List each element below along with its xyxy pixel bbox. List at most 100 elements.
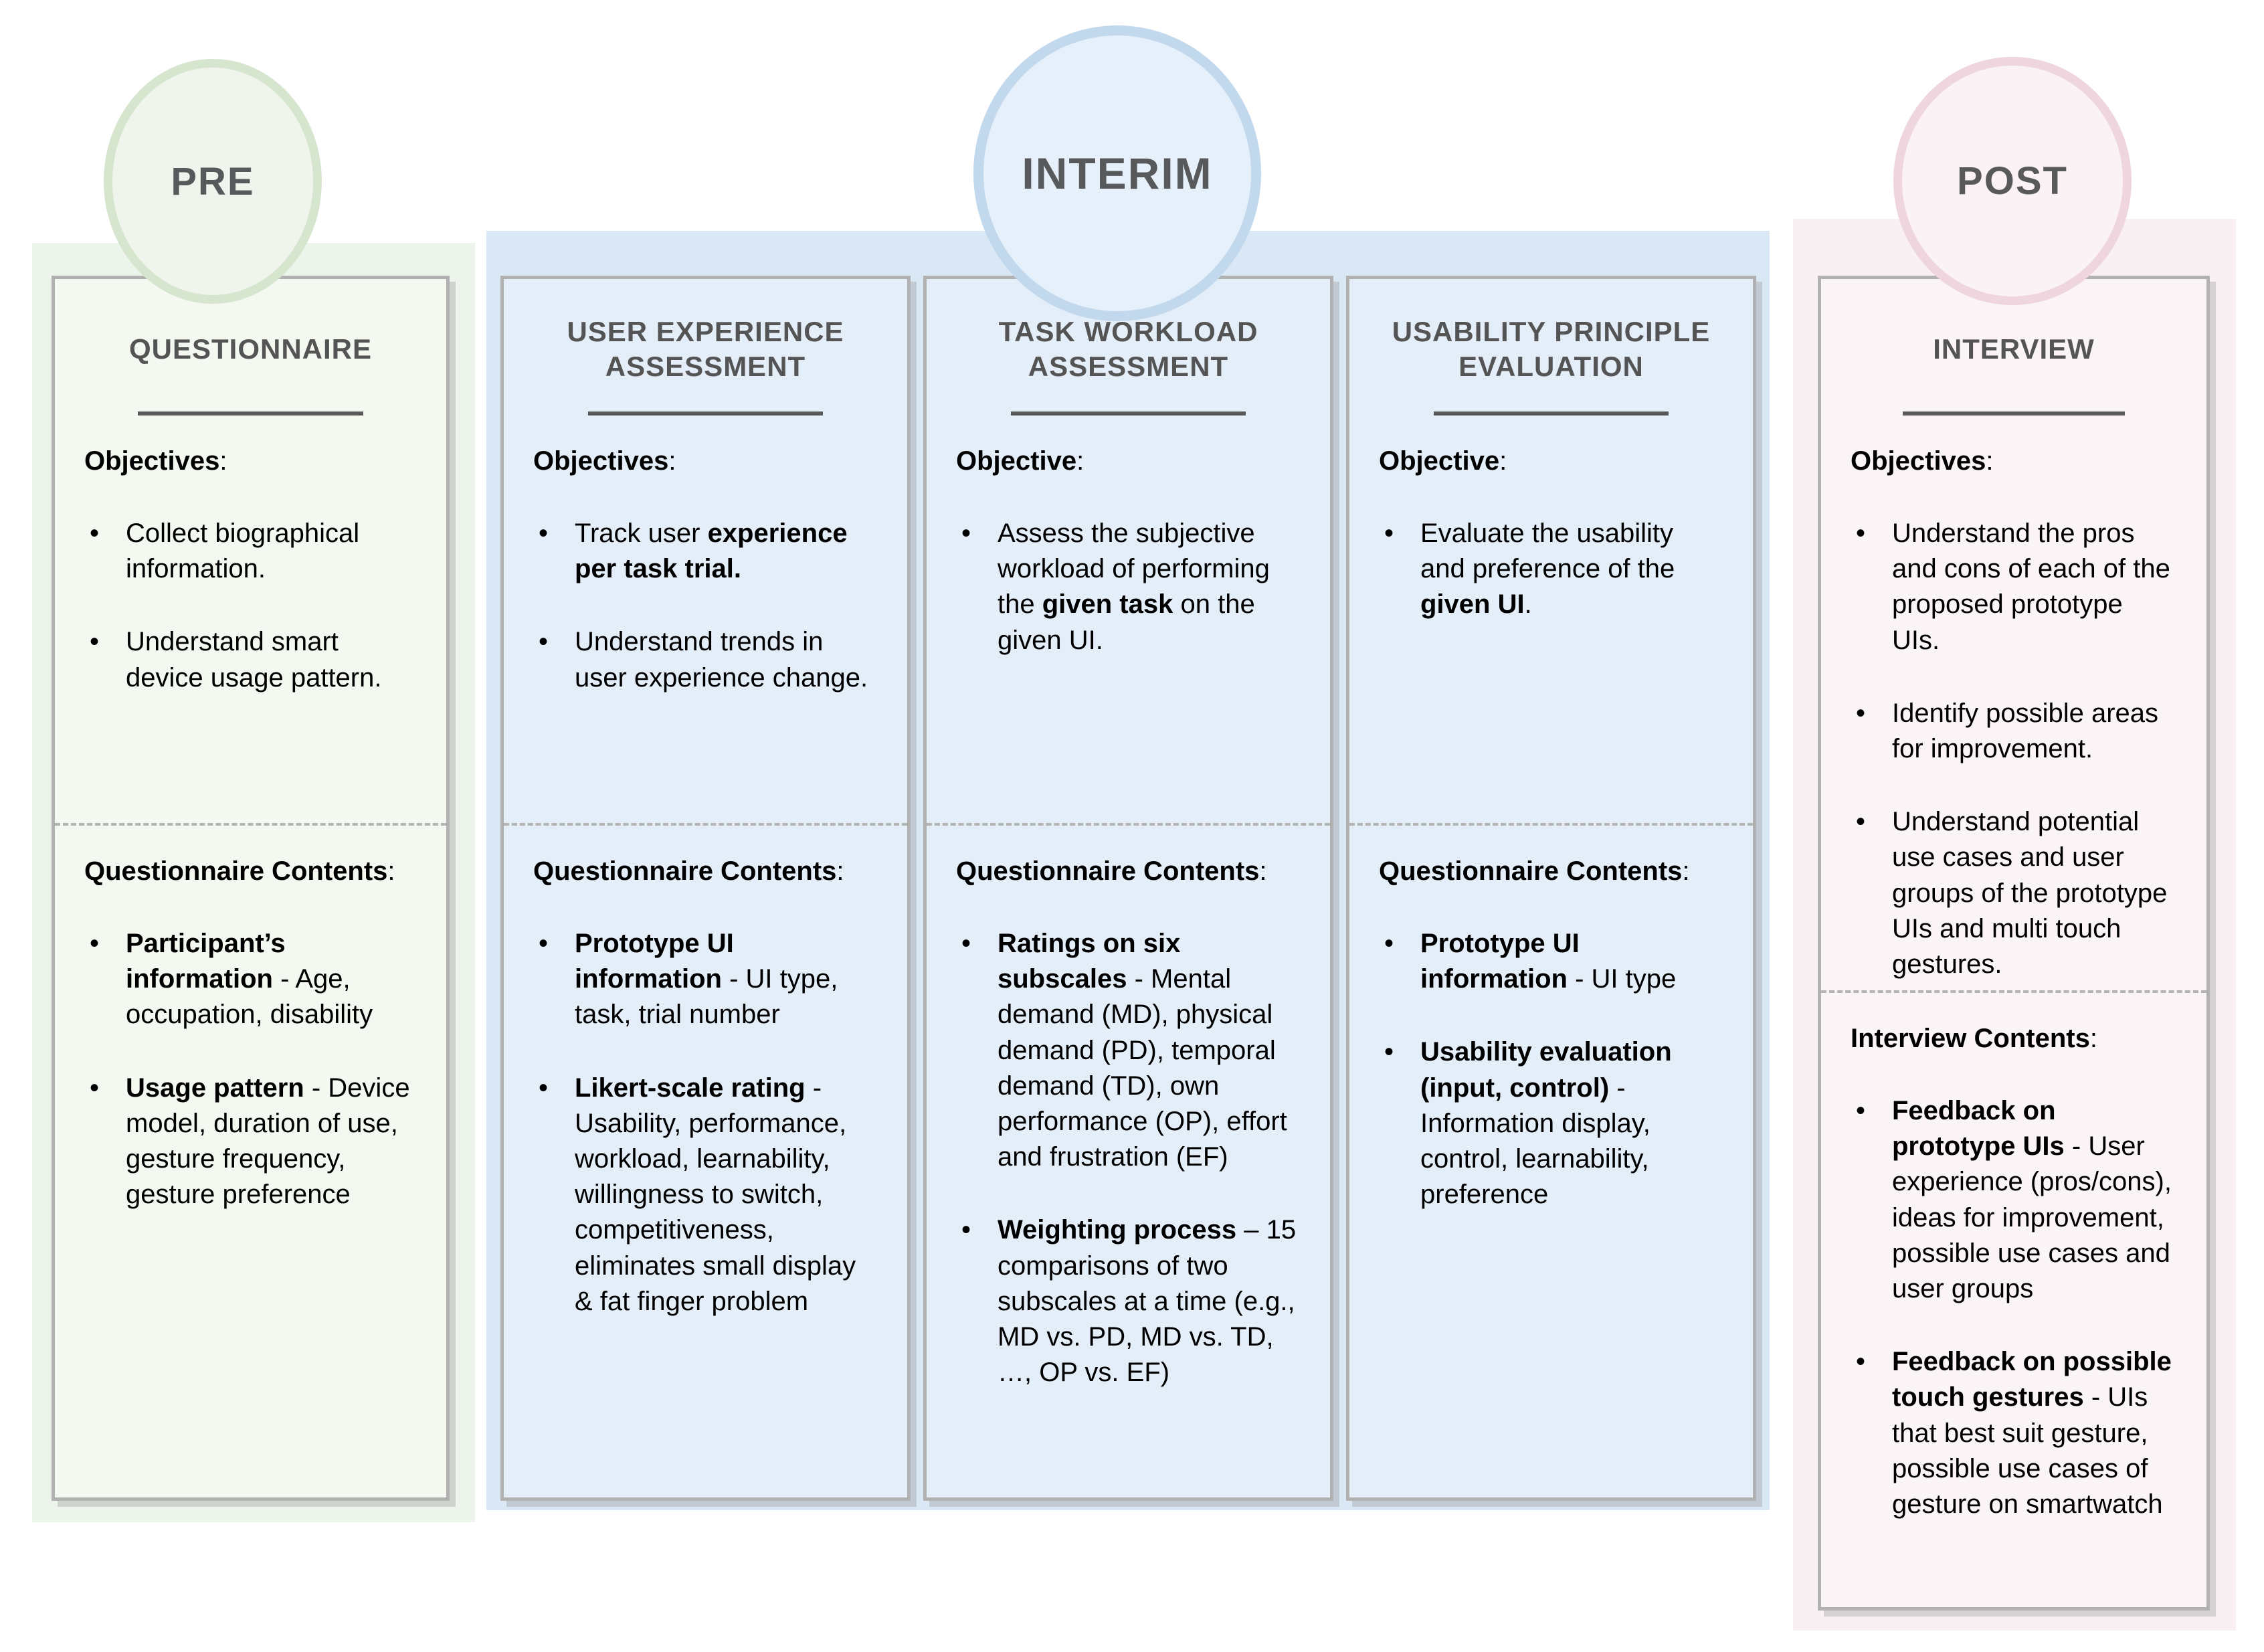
bullet-item: • Feedback on prototype UIs - User experi… [1851, 1093, 2177, 1307]
section-heading: Objectives: [533, 446, 676, 476]
bullet-text: Likert-scale rating - Usability, perform… [575, 1073, 856, 1316]
card-title: INTERVIEW [1933, 333, 2095, 365]
bullet-dot-icon: • [539, 929, 549, 958]
bullet-item: • Likert-scale rating - Usability, perfor… [533, 1071, 878, 1319]
user-experience-assessment-card: USER EXPERIENCE ASSESSMENT Objectives: • Tr… [500, 276, 911, 1501]
bullet-item: • Track user experience per task trial. [533, 516, 878, 587]
interim-phase-label: INTERIM [1022, 149, 1213, 198]
section-divider [927, 823, 1330, 826]
bullet-dot-icon: • [539, 519, 549, 548]
bullet-item: •Understand potential use cases and user… [1851, 804, 2177, 982]
bullet-text: Feedback on possible touch gestures - UI… [1892, 1347, 2172, 1519]
task-workload-assessment-card: TASK WORKLOAD ASSESSMENT Objective: • Asses… [923, 276, 1333, 1501]
bullet-dot-icon: • [90, 929, 100, 958]
bullet-text: Usability evaluation (input, control) - … [1420, 1037, 1672, 1210]
card-section: Objective: • Evaluate the usability and pr… [1379, 416, 1723, 823]
card-section: Questionnaire Contents: • Ratings on six s… [956, 854, 1301, 1390]
card-title: QUESTIONNAIRE [128, 333, 373, 365]
post-phase-circle: POST [1893, 57, 2132, 305]
pre-phase-label: PRE [171, 159, 255, 203]
section-heading: Objective: [1379, 446, 1507, 476]
card-section: Questionnaire Contents: • Prototype UI inf… [533, 854, 878, 1319]
title-underline [1903, 411, 2125, 416]
bullet-item: • Understand smart device usage pattern. [84, 624, 417, 695]
card-title: USABILITY PRINCIPLE EVALUATION [1392, 315, 1711, 383]
bullet-item: • Assess the subjective workload of perfo… [956, 516, 1301, 658]
section-heading: Questionnaire Contents: [533, 856, 844, 886]
bullet-text: Feedback on prototype UIs - User experie… [1892, 1096, 2172, 1303]
bullet-item: • Ratings on six subscales - Mental deman… [956, 926, 1301, 1175]
bullet-dot-icon: • [1856, 1347, 1866, 1377]
bullet-text: Assess the subjective workload of perfor… [998, 519, 1270, 655]
bullet-dot-icon: • [961, 1215, 971, 1245]
section-heading: Questionnaire Contents: [956, 856, 1267, 886]
card-section: Objectives: • Track user experience per ta… [533, 416, 878, 823]
bullet-dot-icon: • [539, 627, 549, 657]
bullet-dot-icon: • [90, 519, 100, 548]
bullet-item: • Prototype UI information - UI type [1379, 926, 1723, 997]
bullet-text: Prototype UI information - UI type, task… [575, 929, 838, 1030]
bullet-dot-icon: • [1856, 807, 1866, 837]
bullet-dot-icon: • [1384, 929, 1394, 958]
section-divider [55, 823, 446, 826]
bullet-text: Track user experience per task trial. [575, 519, 848, 584]
card-title: TASK WORKLOAD ASSESSMENT [998, 315, 1258, 383]
card-section: Objective: • Assess the subjective workloa… [956, 416, 1301, 823]
title-underline [588, 411, 823, 416]
bullet-dot-icon: • [961, 929, 971, 958]
bullet-text: Understand trends in user experience cha… [575, 627, 868, 693]
title-underline [1011, 411, 1246, 416]
card-section: Questionnaire Contents: • Participant’s in… [84, 854, 417, 1212]
bullet-item: • Participant’s information - Age, occupa… [84, 926, 417, 1033]
bullet-item: • Prototype UI information - UI type, tas… [533, 926, 878, 1033]
bullet-dot-icon: • [90, 627, 100, 657]
section-divider [1821, 990, 2206, 993]
section-divider [504, 823, 907, 826]
section-heading: Interview Contents: [1851, 1024, 2097, 1053]
section-heading: Objectives: [84, 446, 227, 476]
usability-principle-evaluation-card: USABILITY PRINCIPLE EVALUATION Objective:… [1346, 276, 1756, 1501]
card-section: Questionnaire Contents:•Prototype UI inf… [1379, 854, 1723, 1212]
card-section: Objectives:•Understand the pros and cons… [1851, 416, 2177, 990]
bullet-item: • Understand trends in user experience ch… [533, 624, 878, 695]
card-section: Interview Contents: • Feedback on prototyp… [1851, 1021, 2177, 1522]
bullet-dot-icon: • [1856, 1096, 1866, 1125]
bullet-item: • Usage pattern - Device model, duration … [84, 1071, 417, 1213]
card-title: USER EXPERIENCE ASSESSMENT [567, 315, 844, 383]
interim-phase-circle: INTERIM [973, 25, 1261, 321]
section-divider [1349, 823, 1753, 826]
bullet-dot-icon: • [90, 1073, 100, 1103]
bullet-text: Usage pattern - Device model, duration o… [126, 1073, 410, 1210]
bullet-text: Participant’s information - Age, occupat… [126, 929, 373, 1030]
bullet-item: • Collect biographical information. [84, 516, 417, 587]
bullet-dot-icon: • [539, 1073, 549, 1103]
bullet-dot-icon: • [961, 519, 971, 548]
bullet-item: •Understand the pros and cons of each of… [1851, 516, 2177, 658]
bullet-text: Ratings on six subscales - Mental demand… [998, 929, 1287, 1172]
pre-phase-circle: PRE [104, 59, 322, 304]
bullet-text: Prototype UI information - UI type [1420, 929, 1677, 994]
bullet-text: Weighting process – 15 comparisons of tw… [998, 1215, 1297, 1388]
bullet-text: Understand the pros and cons of each of … [1892, 519, 2170, 655]
bullet-text: Identify possible areas for improvement. [1892, 698, 2159, 763]
bullet-text: Collect biographical information. [126, 519, 360, 584]
bullet-dot-icon: • [1856, 698, 1866, 728]
bullet-item: • Feedback on possible touch gestures - U… [1851, 1344, 2177, 1522]
section-heading: Objective: [956, 446, 1084, 476]
title-underline [1434, 411, 1669, 416]
bullet-dot-icon: • [1384, 519, 1394, 548]
section-heading: Questionnaire Contents: [84, 856, 395, 886]
section-heading: Objectives: [1851, 446, 1994, 476]
post-phase-label: POST [1957, 159, 2068, 203]
bullet-item: • Weighting process – 15 comparisons of t… [956, 1212, 1301, 1390]
bullet-item: • Identify possible areas for improvement… [1851, 696, 2177, 767]
bullet-text: Understand smart device usage pattern. [126, 627, 382, 693]
bullet-text: Evaluate the usability and preference of… [1420, 519, 1675, 620]
title-underline [137, 411, 364, 416]
bullet-item: • Evaluate the usability and preference o… [1379, 516, 1723, 623]
bullet-item: • Usability evaluation (input, control) -… [1379, 1034, 1723, 1212]
bullet-dot-icon: • [1384, 1037, 1394, 1067]
card-section: Objectives: • Collect biographical informa… [84, 416, 417, 823]
questionnaire-card: QUESTIONNAIRE Objectives: • Collect biograp… [52, 276, 450, 1501]
